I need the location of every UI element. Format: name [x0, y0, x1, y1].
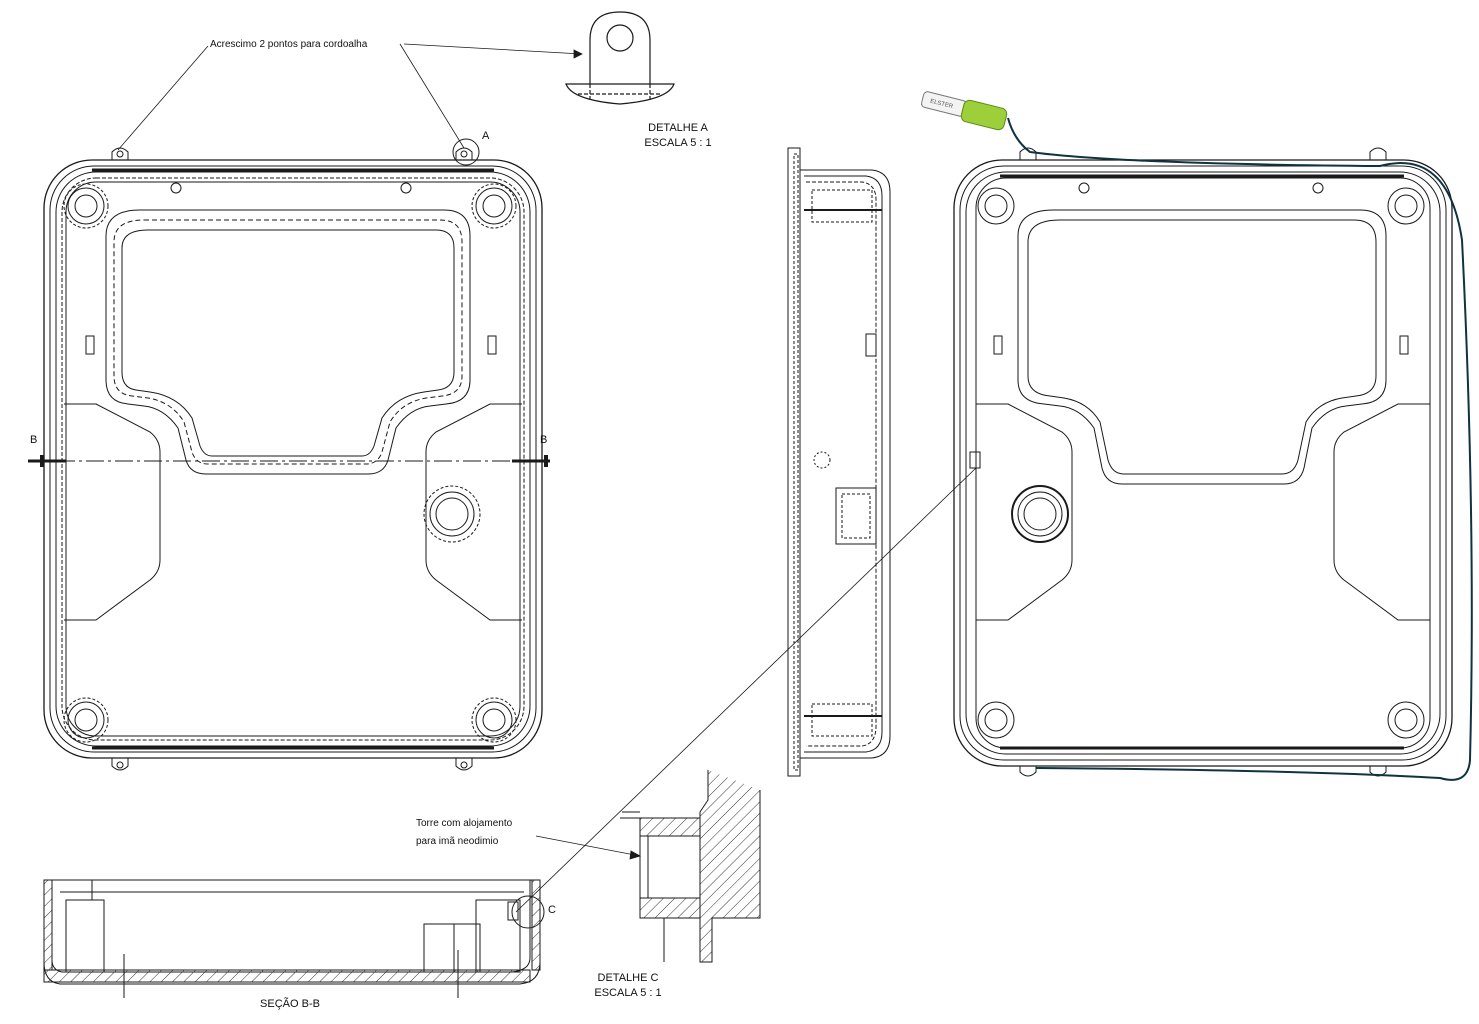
detail-a-scale: ESCALA 5 : 1: [644, 137, 712, 149]
side-view-enclosure: [787, 147, 891, 777]
detail-c-scale: ESCALA 5 : 1: [594, 987, 662, 999]
cord-points-leaders: [117, 43, 583, 151]
tower-note-line1: Torre com alojamento: [416, 818, 513, 829]
detail-c-drawing: [620, 770, 761, 963]
detail-a-tag: A: [482, 130, 490, 142]
section-tag-right: B: [540, 434, 548, 446]
rear-view-enclosure: [953, 147, 1453, 777]
tower-leaders: [515, 467, 977, 913]
detail-a-title: DETALHE A: [648, 122, 708, 134]
detail-c-title: DETALHE C: [597, 972, 659, 984]
tower-note-line2: para imã neodimio: [416, 836, 499, 847]
detail-a-drawing: [565, 11, 675, 105]
section-tag-left: B: [30, 434, 38, 446]
svg-text:ELSTER: ELSTER: [929, 99, 954, 111]
section-line-b-b: [28, 455, 550, 467]
front-view-enclosure: [43, 138, 543, 771]
cord-points-note: Acrescimo 2 pontos para cordoalha: [210, 39, 368, 50]
section-b-b-drawing: [43, 879, 545, 998]
detail-c-tag: C: [548, 904, 556, 916]
security-seal-icon: ELSTER: [921, 91, 1008, 131]
security-cable: [1007, 117, 1473, 781]
section-title: SEÇÃO B-B: [260, 998, 320, 1010]
